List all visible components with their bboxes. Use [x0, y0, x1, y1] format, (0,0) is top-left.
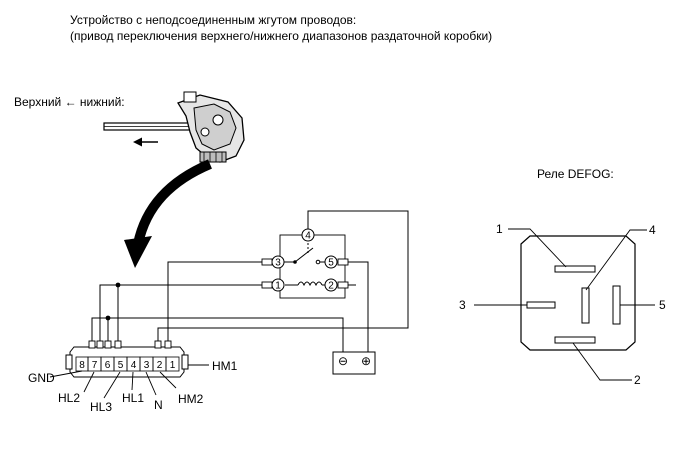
- wiring-lines: [91, 210, 409, 352]
- connector-pin-3: 3: [144, 360, 150, 371]
- relay-terminal-4: 4: [301, 228, 315, 242]
- connector-pin-2: 2: [157, 360, 163, 371]
- label-gnd: GND: [28, 371, 55, 385]
- connector-pin-5: 5: [118, 360, 124, 371]
- defog-terminal-4: 4: [649, 223, 656, 237]
- label-hl1: HL1: [122, 391, 144, 405]
- header-line-1: Устройство с неподсоединенным жгутом про…: [70, 13, 357, 27]
- defog-terminal-2: 2: [634, 373, 641, 387]
- harness-connector: 8 7 6 5 4 3 2 1: [65, 340, 189, 378]
- relay-terminal-1: 1: [271, 278, 285, 292]
- relay-terminal-5: 5: [324, 255, 338, 269]
- header-line-2: (привод переключения верхнего/нижнего ди…: [70, 29, 493, 43]
- connector-pin-1: 1: [170, 360, 176, 371]
- defog-relay-leaders: [474, 228, 655, 381]
- curved-pointer-arrow: [124, 159, 212, 268]
- relay-defog-title: Реле DEFOG:: [537, 167, 614, 181]
- battery-negative-symbol: ⊖: [338, 354, 348, 368]
- battery: ⊖ ⊕: [332, 351, 376, 375]
- defog-terminal-5: 5: [659, 298, 666, 312]
- svg-text:2: 2: [328, 281, 334, 292]
- defog-relay-housing: [520, 235, 636, 351]
- connector-pin-8: 8: [79, 360, 85, 371]
- connector-pin-4: 4: [131, 360, 137, 371]
- relay-terminal-2: 2: [324, 278, 338, 292]
- label-n: N: [154, 398, 163, 412]
- svg-text:3: 3: [275, 258, 281, 269]
- relay-terminal-3: 3: [271, 255, 285, 269]
- relay-internal-switch: [280, 243, 330, 287]
- connector-leader-lines: [49, 364, 209, 399]
- relay-plug-markers: [261, 258, 349, 289]
- actuator-illustration: [103, 91, 245, 163]
- actuator-direction-label: Верхний ← нижний:: [14, 95, 125, 109]
- defog-terminal-3: 3: [459, 298, 466, 312]
- svg-text:1: 1: [275, 281, 281, 292]
- junction-dot: [105, 315, 111, 321]
- defog-terminal-1: 1: [496, 222, 503, 236]
- defog-relay-pins: [526, 265, 621, 344]
- svg-text:4: 4: [305, 231, 311, 242]
- battery-positive-symbol: ⊕: [361, 354, 371, 368]
- label-hm1: HM1: [212, 359, 238, 373]
- junction-dot: [115, 282, 121, 288]
- connector-pin-6: 6: [105, 360, 111, 371]
- label-hl2: HL2: [58, 391, 80, 405]
- label-hm2: HM2: [178, 392, 204, 406]
- label-hl3: HL3: [90, 400, 112, 414]
- connector-pin-7: 7: [92, 360, 98, 371]
- svg-text:5: 5: [328, 258, 334, 269]
- movement-arrow: [133, 137, 158, 147]
